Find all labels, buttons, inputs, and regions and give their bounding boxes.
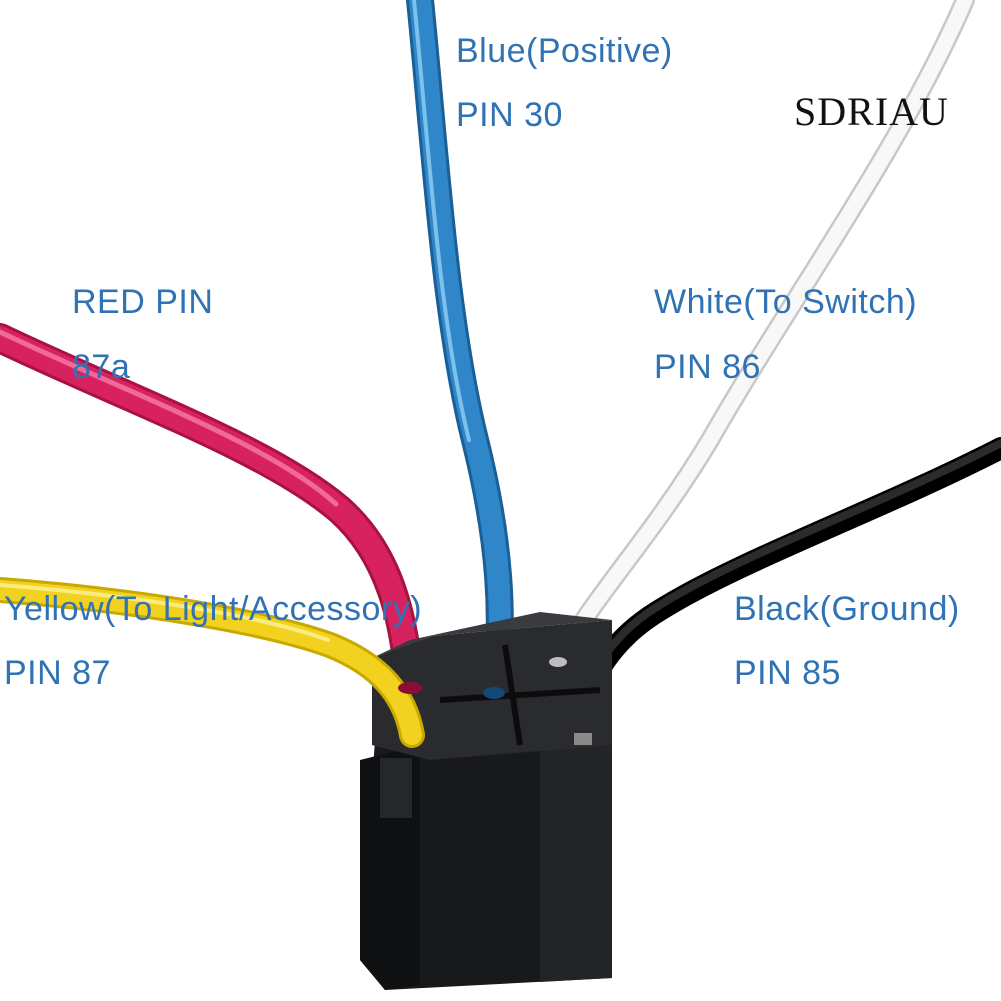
red-wire: [0, 323, 425, 705]
yellow-wire-pin: PIN 87: [4, 654, 111, 692]
yellow-wire: [0, 577, 425, 748]
blue-wire-pin: PIN 30: [456, 96, 563, 134]
yellow-wire-label: Yellow(To Light/Accessory): [4, 590, 423, 628]
brand-watermark: SDRIAU: [794, 89, 949, 134]
black-wire-pin: PIN 85: [734, 654, 841, 692]
blue-wire-tip: [483, 687, 505, 699]
red-wire-label: RED PIN: [72, 283, 214, 321]
red-wire-pin: 87a: [72, 348, 131, 386]
red-wire-tip: [398, 682, 422, 694]
relay-socket-housing: [360, 612, 612, 990]
blue-wire: [406, 0, 514, 709]
white-wire-pin: PIN 86: [654, 348, 761, 386]
white-wire-label: White(To Switch): [654, 283, 918, 321]
white-wire: [550, 0, 975, 670]
blue-wire-label: Blue(Positive): [456, 32, 673, 70]
white-wire-tip: [549, 657, 567, 667]
black-wire-label: Black(Ground): [734, 590, 960, 628]
